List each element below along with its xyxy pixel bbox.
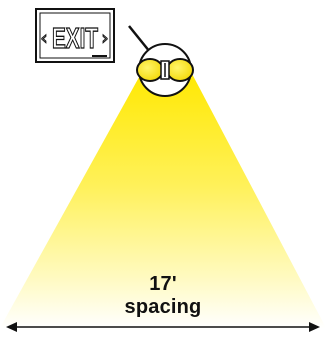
exit-right-arrow-icon: › [101,28,108,49]
exit-sign-text: EXIT [52,23,98,55]
exit-sign-icon: EXIT ‹ › [36,9,114,62]
spacing-value: 17' [0,274,326,294]
exit-left-arrow-icon: ‹ [40,28,47,49]
twin-head-emergency-light-icon [137,44,193,96]
spacing-label: spacing [0,297,326,317]
